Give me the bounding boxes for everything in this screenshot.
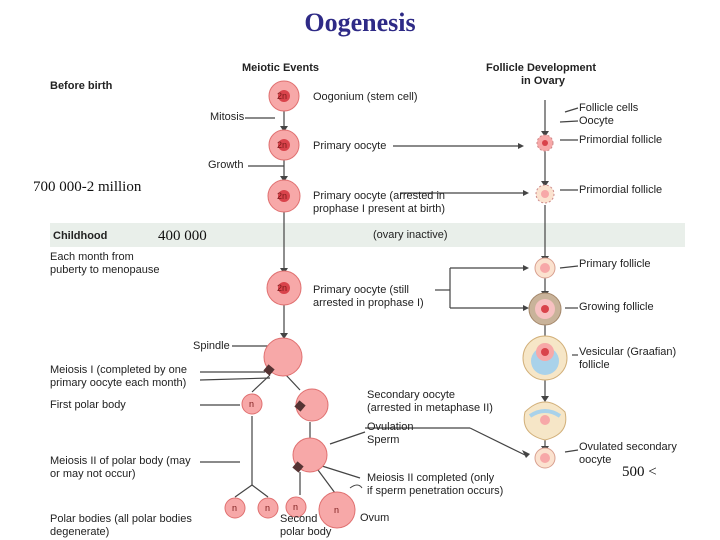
growing-follicle-label: Growing follicle (579, 301, 654, 313)
page-title: Oogenesis (304, 8, 416, 37)
primary-arrested-label: Primary oocyte (arrested in (313, 190, 446, 202)
meiosis-two-completed-label: Meiosis II completed (only (367, 472, 495, 484)
primary-follicle-label: Primary follicle (579, 258, 651, 270)
ploidy-label: n (249, 399, 255, 409)
follicle-cells-label: Follicle cells (579, 102, 639, 114)
secondary-oocyte-label: Secondary oocyte (367, 389, 456, 401)
meiosis-two-completed-label-line2: if sperm penetration occurs) (367, 485, 504, 497)
ploidy-label: n (265, 503, 271, 513)
follicle-column (522, 134, 568, 469)
count-childhood: 400 000 (158, 228, 207, 244)
meiosis-one-label-line2: primary oocyte each month) (50, 377, 187, 389)
vesicular-follicle-label-line2: follicle (579, 359, 610, 371)
count-before-birth: 700 000-2 million (33, 179, 142, 195)
ploidy-label: 2n (277, 191, 288, 201)
growth-label: Growth (208, 159, 244, 171)
stage-each-month-line2: puberty to menopause (50, 264, 160, 276)
count-ovulated: 500 < (622, 464, 657, 480)
oogonium-label: Oogonium (stem cell) (313, 91, 418, 103)
primary-still-label-line2: arrested in prophase I) (313, 297, 424, 309)
primary-oocyte-label: Primary oocyte (313, 140, 387, 152)
flow-lines (199, 100, 579, 498)
spindle-label: Spindle (193, 340, 230, 352)
ploidy-label: 2n (277, 140, 288, 150)
arrowheads (280, 126, 549, 458)
ploidy-label: 2n (277, 91, 288, 101)
primary-arrested-label-line2: prophase I present at birth) (313, 203, 446, 215)
stage-each-month: Each month from (50, 251, 134, 263)
meiosis-two-polar-label: Meiosis II of polar body (may (50, 455, 191, 467)
stage-childhood: Childhood (53, 230, 108, 242)
ovulated-oocyte-label: Ovulated secondary (579, 441, 677, 453)
ovum-label: Ovum (360, 512, 390, 524)
ploidy-label: n (334, 505, 340, 515)
childhood-band (50, 223, 685, 247)
polar-bodies-label: Polar bodies (all polar bodies (50, 513, 192, 525)
meiosis-one-label: Meiosis I (completed by one (50, 364, 187, 376)
ovary-inactive-label: (ovary inactive) (373, 229, 448, 241)
ploidy-label: 2n (277, 283, 288, 293)
oocyte-label: Oocyte (579, 115, 614, 127)
sperm-label: Sperm (367, 434, 400, 446)
ploidy-label: n (293, 502, 299, 512)
follicle-dev-header: Follicle Development (486, 62, 597, 74)
primary-still-label: Primary oocyte (still (313, 284, 409, 296)
polar-bodies-label-line2: degenerate) (50, 526, 110, 538)
meiotic-cells (224, 80, 363, 529)
secondary-oocyte-label-line2: (arrested in metaphase II) (367, 402, 493, 414)
primordial-follicle-label-2: Primordial follicle (579, 184, 663, 196)
ovulation-label: Ovulation (367, 421, 414, 433)
ploidy-label: n (232, 503, 238, 513)
follicle-dev-header-line2: in Ovary (521, 75, 566, 87)
first-polar-body-label: First polar body (50, 399, 126, 411)
meiotic-events-header: Meiotic Events (242, 62, 320, 74)
ovulated-oocyte-label-line2: oocyte (579, 454, 612, 466)
mitosis-label: Mitosis (210, 111, 245, 123)
vesicular-follicle-label: Vesicular (Graafian) (579, 346, 677, 358)
second-polar-body-label: Second (280, 513, 318, 525)
second-polar-body-label-line2: polar body (280, 526, 332, 538)
primordial-follicle-label: Primordial follicle (579, 134, 663, 146)
meiosis-two-polar-label-line2: or may not occur) (50, 468, 136, 480)
stage-before-birth: Before birth (50, 80, 113, 92)
